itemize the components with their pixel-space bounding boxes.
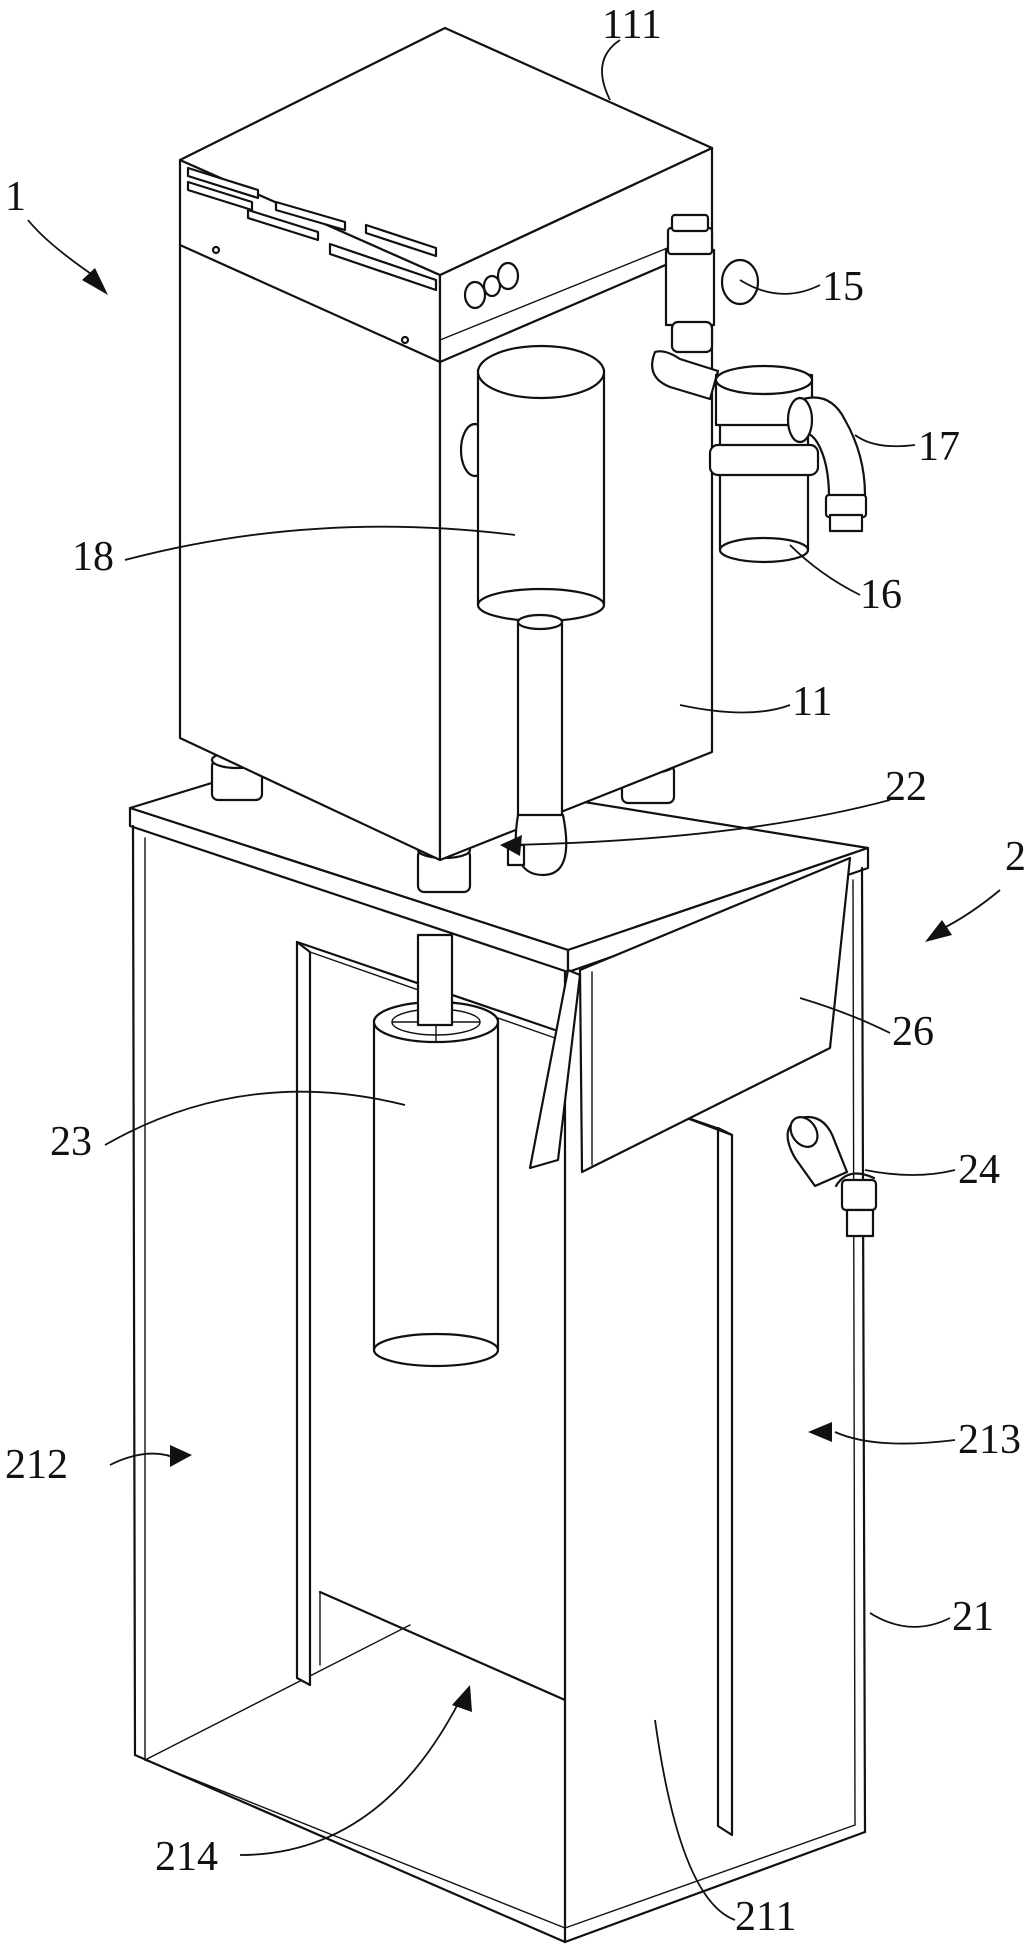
tank-back-bottom-left <box>144 1624 411 1761</box>
tank-inner-bottom-right <box>564 1824 856 1929</box>
label-18: 18 <box>72 534 114 580</box>
label-15: 15 <box>822 264 864 310</box>
tank-bottom-left <box>133 1753 567 1944</box>
machine-body-11 <box>178 158 442 862</box>
valve-15-body <box>664 248 716 327</box>
drain-elbow-24 <box>786 1115 878 1238</box>
overflow-box-26 <box>578 856 852 1174</box>
partition-left-bottom <box>318 1590 567 1702</box>
machine-assembly <box>178 26 868 894</box>
tank-bottom-right <box>563 1830 867 1944</box>
partition-plate-left <box>295 940 312 1687</box>
label-11: 11 <box>792 679 832 725</box>
label-111: 111 <box>602 2 662 48</box>
label-2: 2 <box>1005 834 1026 880</box>
screw-1 <box>211 245 221 255</box>
labels: 1 111 15 17 18 16 11 22 2 26 23 24 213 2… <box>5 2 1026 1940</box>
tank-right-edge <box>860 866 867 1834</box>
label-213: 213 <box>958 1417 1021 1463</box>
label-17: 17 <box>918 424 960 470</box>
label-211: 211 <box>735 1894 796 1940</box>
label-1: 1 <box>5 174 26 220</box>
label-16: 16 <box>860 572 902 618</box>
tank-inner-bottom-left <box>144 1759 566 1929</box>
filter-cartridge-23 <box>372 933 500 1368</box>
label-212: 212 <box>5 1442 68 1488</box>
control-knobs <box>463 261 520 310</box>
vent-slots <box>186 166 438 292</box>
tank-left-edge <box>131 824 137 1757</box>
lid-band-front <box>178 243 442 364</box>
partition-plate-right <box>716 1126 734 1837</box>
label-21: 21 <box>952 1594 994 1640</box>
canister-18 <box>476 344 606 623</box>
label-23: 23 <box>50 1119 92 1165</box>
label-26: 26 <box>892 1009 934 1055</box>
label-214: 214 <box>155 1834 218 1880</box>
lid-band-right-inner <box>439 229 713 341</box>
overflow-chute <box>528 968 582 1170</box>
tank-inner-right <box>852 879 856 1826</box>
tank-lid-right-lip <box>566 846 870 974</box>
screw-2 <box>400 335 410 345</box>
valve-assembly <box>651 213 868 564</box>
leaders <box>27 39 1001 1921</box>
tank-assembly <box>128 754 878 1944</box>
label-24: 24 <box>958 1147 1000 1193</box>
label-22: 22 <box>885 764 927 810</box>
